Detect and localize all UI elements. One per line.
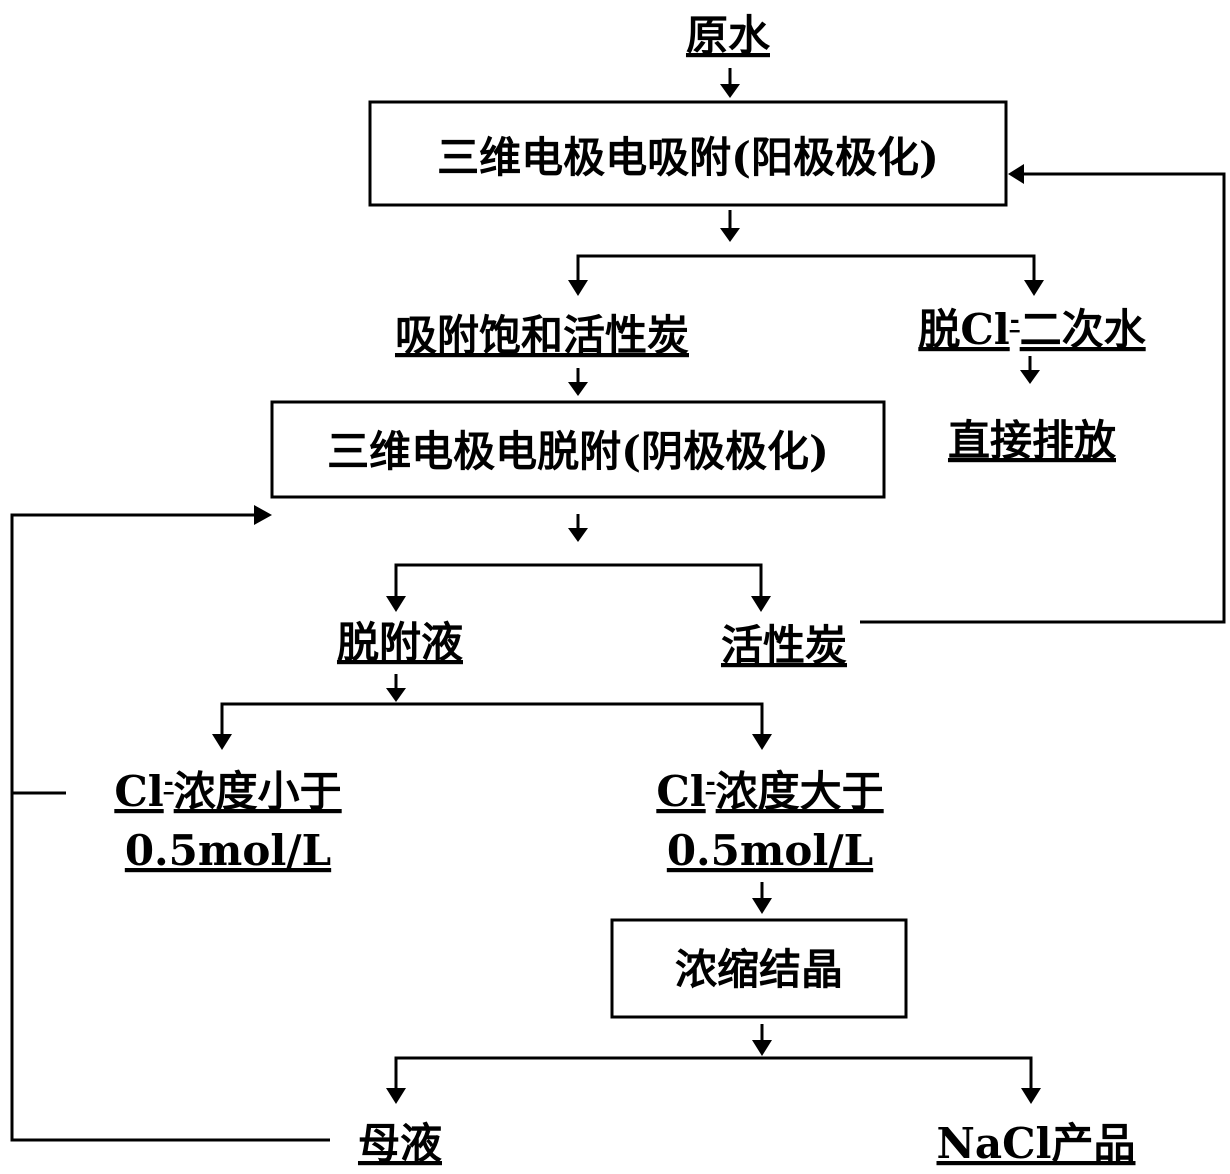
arrow-down-icon	[568, 528, 588, 542]
crystallization-box-label: 浓缩结晶	[675, 945, 843, 994]
arrow-down-icon	[751, 596, 771, 612]
arrow-down-icon	[720, 228, 740, 242]
arrow-left-icon	[1008, 164, 1024, 184]
connectors	[10, 68, 1226, 1142]
direct-discharge-label: 直接排放	[948, 416, 1116, 465]
desorption-liquid-label: 脱附液	[337, 618, 463, 667]
arrow-down-icon	[752, 898, 772, 914]
arrow-right-icon	[254, 505, 272, 525]
arrow-down-icon	[720, 84, 740, 98]
adsorption-box-label: 三维电极电吸附(阳极极化)	[437, 133, 939, 182]
raw-water-label: 原水	[686, 11, 771, 60]
arrow-heads	[212, 84, 1044, 1104]
high-cl-value: 0.5mol/L	[667, 826, 873, 875]
low-cl-label: Cl-浓度小于	[114, 767, 341, 816]
high-cl-label: Cl-浓度大于	[656, 767, 883, 816]
arrow-down-icon	[752, 734, 772, 750]
arrow-down-icon	[568, 382, 588, 396]
activated-carbon-label: 活性炭	[721, 621, 847, 670]
arrow-down-icon	[1021, 1088, 1041, 1104]
arrow-down-icon	[568, 280, 588, 296]
crystallization-box	[610, 918, 908, 1019]
arrow-down-icon	[1020, 370, 1040, 384]
nacl-product-label: NaCl产品	[937, 1119, 1136, 1168]
mother-liquor-label: 母液	[358, 1119, 442, 1168]
arrow-down-icon	[1024, 280, 1044, 296]
arrow-down-icon	[212, 734, 232, 750]
dechlorinated-water-label: 脱Cl-二次水	[918, 305, 1146, 354]
saturated-carbon-label: 吸附饱和活性炭	[395, 311, 689, 360]
desorption-box-label: 三维电极电脱附(阴极极化)	[327, 427, 829, 476]
arrow-down-icon	[386, 688, 406, 702]
low-cl-value: 0.5mol/L	[125, 826, 331, 875]
electro-adsorption-box	[368, 100, 1008, 207]
arrow-down-icon	[386, 1088, 406, 1104]
arrow-down-icon	[752, 1040, 772, 1056]
arrow-down-icon	[386, 596, 406, 612]
electro-desorption-box	[270, 400, 886, 499]
